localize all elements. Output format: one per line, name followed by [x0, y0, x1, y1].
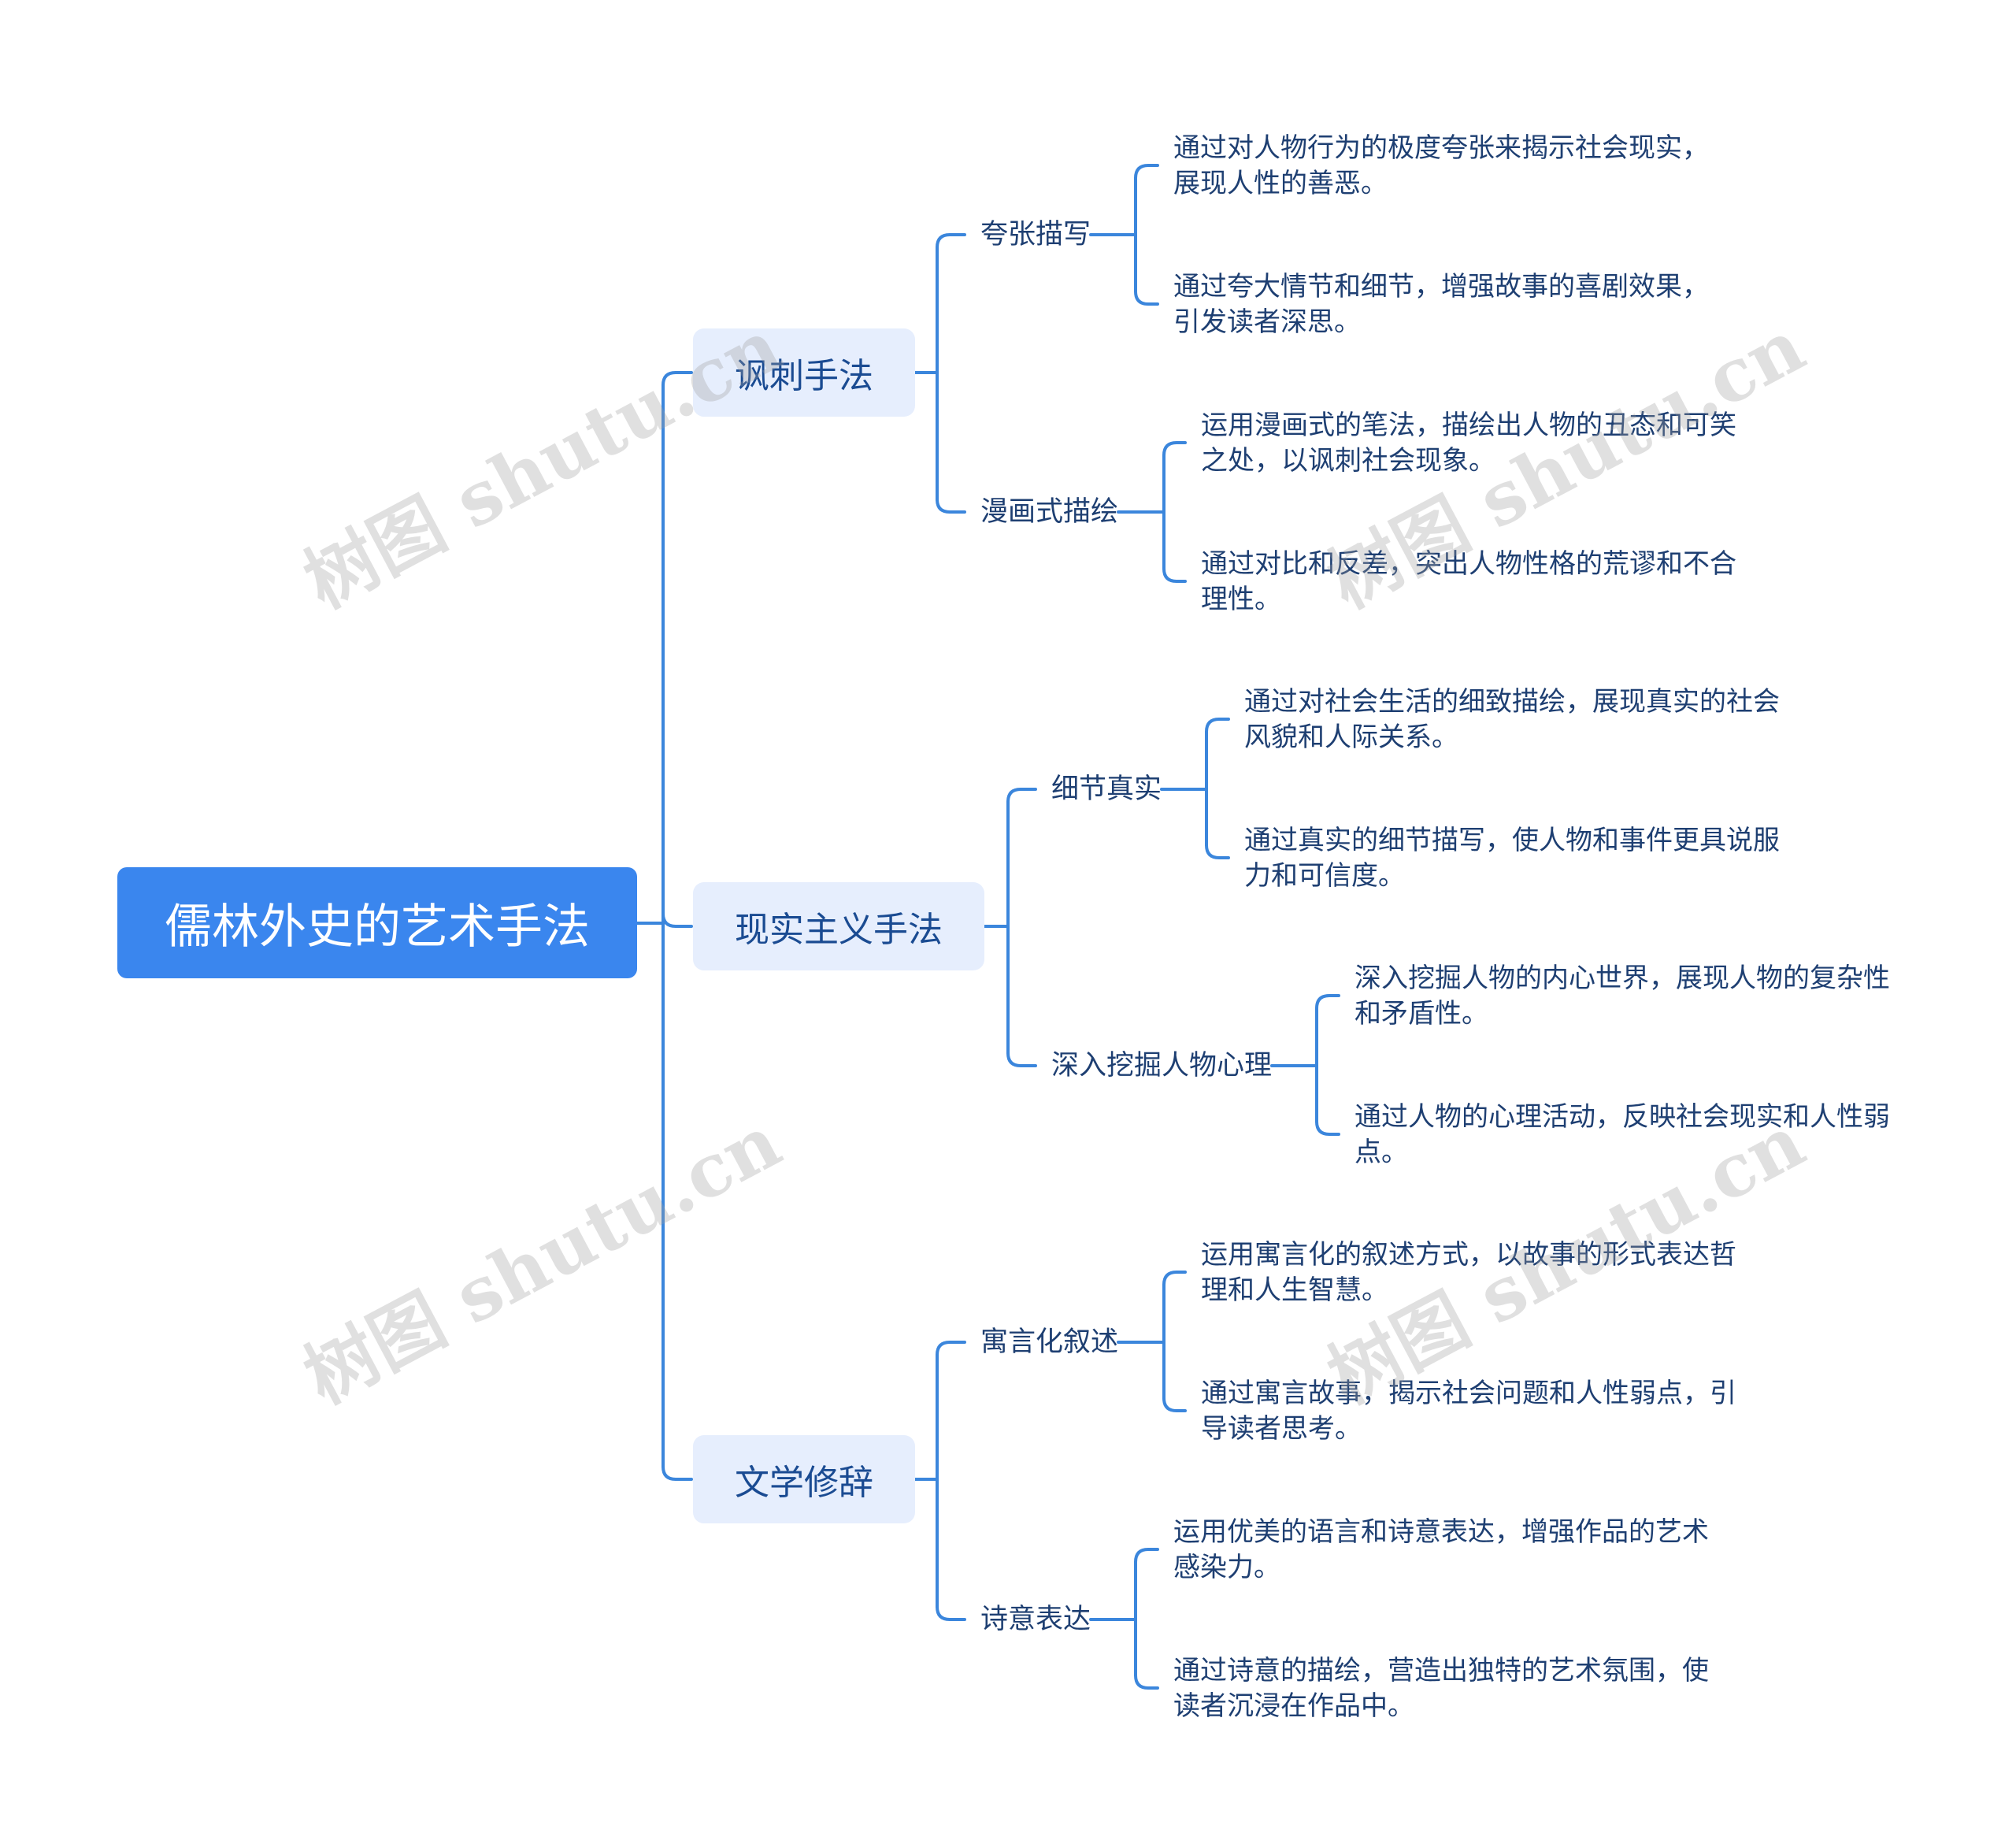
leaf-node[interactable]: 通过诗意的描绘，营造出独特的艺术氛围，使 读者沉浸在作品中。 — [1173, 1655, 1709, 1722]
leaf-node[interactable]: 通过对人物行为的极度夸张来揭示社会现实， 展现人性的善恶。 — [1173, 132, 1709, 199]
branch-label: 文学修辞 — [735, 1463, 873, 1503]
sub-node-detail-realism[interactable]: 细节真实 — [1051, 774, 1162, 805]
leaf-node[interactable]: 运用寓言化的叙述方式，以故事的形式表达哲 理和人生智慧。 — [1201, 1239, 1736, 1306]
leaf-node[interactable]: 通过人物的心理活动，反映社会现实和人性弱 点。 — [1354, 1101, 1890, 1168]
root-node[interactable]: 儒林外史的艺术手法 — [117, 867, 637, 978]
branch2-connector-tick — [936, 1341, 966, 1356]
sub-label: 寓言化叙述 — [980, 1326, 1119, 1358]
branch-node-rhetoric[interactable]: 文学修辞 — [693, 1435, 915, 1523]
sub-node-caricature[interactable]: 漫画式描绘 — [980, 496, 1118, 528]
sub-label: 漫画式描绘 — [980, 496, 1119, 528]
sub10-connector-tick — [1205, 718, 1230, 733]
leaf-node[interactable]: 运用优美的语言和诗意表达，增强作品的艺术 感染力。 — [1173, 1516, 1709, 1583]
branch-node-satire[interactable]: 讽刺手法 — [693, 328, 915, 417]
sub00-connector-tick — [1134, 164, 1159, 180]
sub01-connector-tick — [1162, 441, 1187, 457]
sub-label: 夸张描写 — [980, 219, 1091, 250]
sub-node-allegory[interactable]: 寓言化叙述 — [980, 1326, 1118, 1358]
sub10-connector-tick — [1205, 844, 1230, 859]
sub11-connector-tick — [1315, 1120, 1340, 1136]
sub21-connector-tick — [1134, 1674, 1159, 1690]
sub-label: 深入挖掘人物心理 — [1051, 1050, 1273, 1081]
leaf-node[interactable]: 通过寓言故事，揭示社会问题和人性弱点，引 导读者思考。 — [1201, 1378, 1736, 1445]
leaf-node[interactable]: 通过对社会生活的细致描绘，展现真实的社会 风貌和人际关系。 — [1244, 686, 1780, 753]
sub-node-exaggeration[interactable]: 夸张描写 — [980, 219, 1091, 250]
sub20-connector-tick — [1162, 1271, 1187, 1286]
sub-node-poetic[interactable]: 诗意表达 — [980, 1604, 1091, 1635]
branch0-connector-tick — [936, 233, 966, 249]
sub00-connector-tick — [1134, 290, 1159, 306]
branch-label: 现实主义手法 — [735, 910, 943, 950]
leaf-node[interactable]: 通过对比和反差，突出人物性格的荒谬和不合 理性。 — [1201, 548, 1736, 615]
root-connector-tick — [662, 371, 693, 387]
branch0-connector-tick — [936, 498, 966, 514]
leaf-node[interactable]: 深入挖掘人物的内心世界，展现人物的复杂性 和矛盾性。 — [1354, 963, 1890, 1030]
leaf-node[interactable]: 通过真实的细节描写，使人物和事件更具说服 力和可信度。 — [1244, 825, 1780, 892]
root-connector-tick — [662, 1465, 693, 1481]
branch-node-realism[interactable]: 现实主义手法 — [693, 882, 984, 970]
branch-label: 讽刺手法 — [735, 356, 873, 396]
sub01-connector-tick — [1162, 567, 1187, 583]
leaf-node[interactable]: 通过夸大情节和细节，增强故事的喜剧效果， 引发读者深思。 — [1173, 271, 1709, 338]
sub21-connector-tick — [1134, 1548, 1159, 1564]
sub11-connector-tick — [1315, 994, 1340, 1010]
branch1-connector-tick — [1006, 788, 1037, 803]
branch2-connector-tick — [936, 1605, 966, 1621]
sub20-connector-tick — [1162, 1397, 1187, 1412]
leaf-node[interactable]: 运用漫画式的笔法，描绘出人物的丑态和可笑 之处，以讽刺社会现象。 — [1201, 410, 1736, 477]
sub-label: 诗意表达 — [980, 1604, 1091, 1635]
sub-node-psychology[interactable]: 深入挖掘人物心理 — [1051, 1050, 1272, 1081]
sub-label: 细节真实 — [1051, 774, 1162, 805]
root-connector-tick — [662, 912, 693, 928]
root-label: 儒林外史的艺术手法 — [165, 900, 590, 955]
branch1-connector-tick — [1006, 1052, 1037, 1067]
